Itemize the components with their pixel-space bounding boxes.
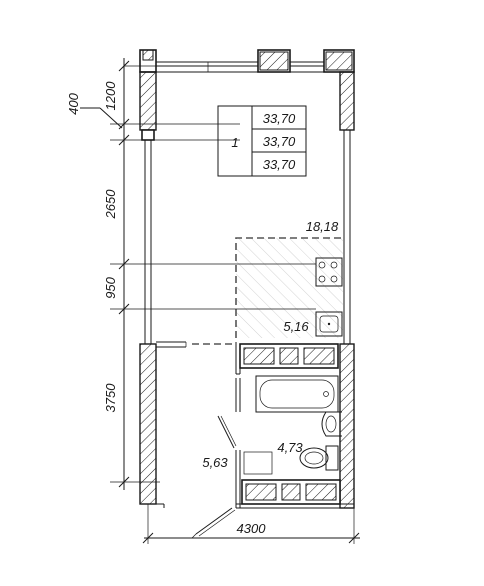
main-room-area-label: 18,18: [306, 219, 339, 234]
washing-machine-icon: [243, 451, 273, 475]
unit-number-label: 1: [231, 135, 238, 150]
dimension-3750: 3750: [103, 383, 118, 413]
bathroom-area-label: 4,73: [277, 440, 303, 455]
sink-icon: [315, 311, 343, 337]
heated-area-label: 33,70: [263, 134, 296, 149]
vent-shafts-bottom: [241, 479, 341, 505]
bathroom-door: [217, 415, 237, 449]
left-dimension-chain: [80, 58, 316, 490]
left-wall: [139, 71, 164, 505]
total-area-label: 33,70: [263, 111, 296, 126]
toilet-icon: [299, 445, 339, 471]
dimension-4300: 4300: [237, 521, 267, 536]
area-table: 1 33,70 33,70 33,70: [217, 105, 307, 177]
right-wall: [339, 71, 355, 509]
kitchen-zone: [235, 237, 343, 338]
dimension-950: 950: [103, 276, 118, 298]
kitchen-area-label: 5,16: [283, 319, 309, 334]
hallway-area-label: 5,63: [202, 455, 228, 470]
top-wall: [139, 49, 355, 73]
dimension-1200: 1200: [103, 81, 118, 111]
dimension-400: 400: [66, 92, 81, 114]
stove-icon: [315, 257, 343, 287]
entrance-door: [191, 507, 236, 539]
vent-shafts-top: [239, 343, 339, 369]
dimension-2650: 2650: [103, 189, 118, 220]
bottom-dimension: [142, 504, 360, 544]
living-area-label: 33,70: [263, 157, 296, 172]
washbasin-icon: [321, 411, 342, 437]
bathtub-icon: [255, 375, 339, 413]
